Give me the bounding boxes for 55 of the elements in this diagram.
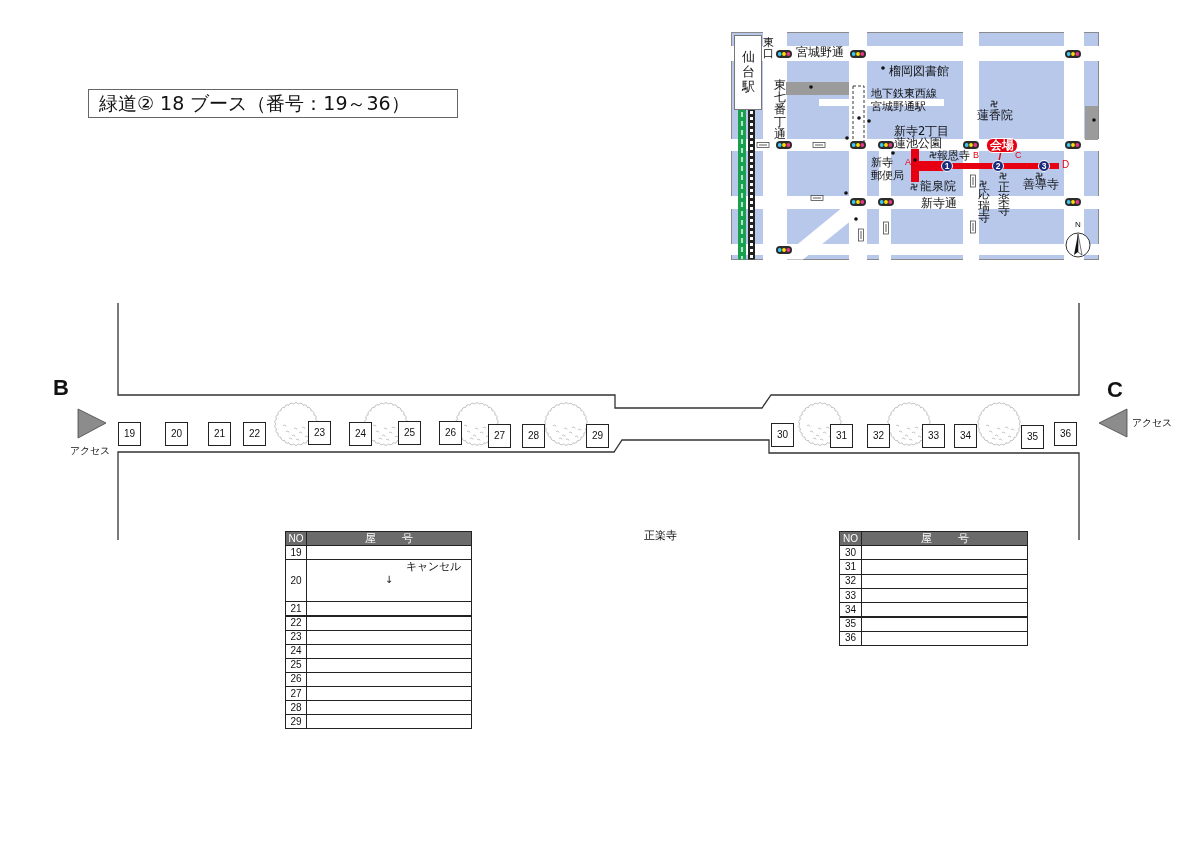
map-label: 新寺2丁目 [894,126,950,138]
booth-box: 36 [1054,422,1077,446]
access-label: アクセス [1132,418,1172,428]
map-label: 応瑞寺 [978,189,990,225]
booth-box: 24 [349,422,372,446]
map-label: 榴岡図書館 [889,65,949,77]
number-cell: 29 [285,714,307,730]
booth-box: 21 [208,422,231,446]
access-letter: B [53,377,69,399]
booth-box: 29 [586,424,609,448]
number-cell: 34 [839,602,862,618]
map-label: 新寺通 [921,198,957,210]
map-label: 宮城野通 [796,46,844,58]
booth-box: 31 [830,424,853,448]
map-label: 東七番丁通 [774,79,786,141]
cancel-note: キャンセル [406,561,461,572]
leader-line [998,152,1002,161]
booth-box: 35 [1021,425,1044,449]
point-letter: A [905,158,911,167]
booth-box: 25 [398,421,421,445]
map-label: 地下鉄東西線宮城野通駅 [871,87,937,113]
point-letter: B [973,151,979,160]
number-cell: 36 [839,630,862,647]
point-letter: C [1015,151,1022,160]
station-box: 仙台駅 [734,35,762,110]
map-label: 蓮香院 [977,109,1013,121]
map-label: 正楽寺 [998,182,1010,218]
booth-box: 22 [243,422,266,446]
booth-box: 19 [118,422,141,446]
compass-letter: N [1075,221,1081,229]
booth-box: 27 [488,424,511,448]
access-letter: C [1107,379,1123,401]
number-cell: 22 [285,615,307,631]
map-label: 新寺郵便局 [871,157,904,182]
map-label: 蓮池公園 [894,138,942,150]
place-label: 正楽寺 [644,530,677,541]
arrow-symbol: ↓ [384,575,394,586]
booth-box: 30 [771,423,794,447]
booth-box: 28 [522,424,545,448]
access-label: アクセス [70,446,110,456]
booth-box: 34 [954,424,977,448]
booth-box: 26 [439,421,462,445]
venue-badge: 会場 [986,138,1018,153]
booth-box: 23 [308,421,331,445]
booth-box: 32 [867,424,890,448]
exit-label: 東口 [763,37,774,60]
map-label: 善導寺 [1023,179,1059,191]
map-label: 龍泉院 [920,181,956,193]
title: 緑道② 18 ブース（番号：19～36） [88,89,458,118]
number-cell: 21 [285,601,307,617]
map-label: 報恩寺 [937,150,970,161]
booth-box: 20 [165,422,188,446]
number-cell: 35 [839,616,862,632]
point-letter: D [1062,160,1070,170]
booth-box: 33 [922,424,945,448]
